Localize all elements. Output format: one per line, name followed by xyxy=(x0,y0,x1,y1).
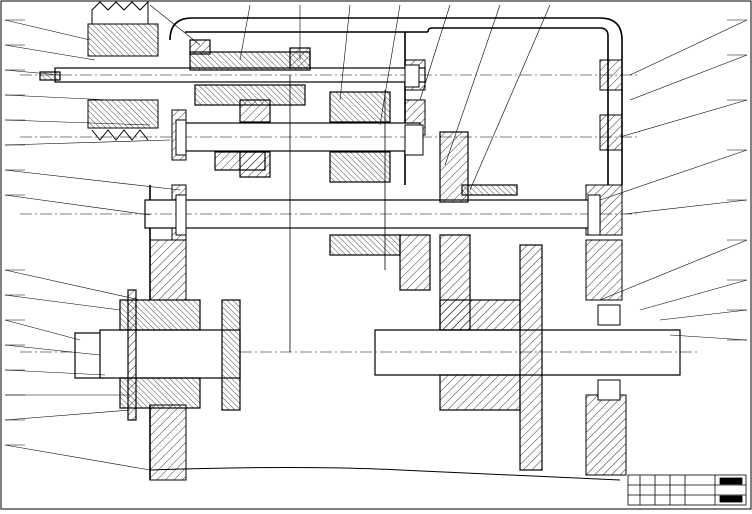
housing-sections xyxy=(149,59,627,481)
callouts-left xyxy=(4,19,181,471)
break-line xyxy=(149,467,621,481)
intermediate-shaft-1 xyxy=(20,91,640,183)
bearings xyxy=(175,64,621,401)
callouts-right xyxy=(149,4,748,341)
output-spindle xyxy=(20,244,700,471)
input-shaft xyxy=(20,39,640,106)
title-block xyxy=(627,474,747,506)
